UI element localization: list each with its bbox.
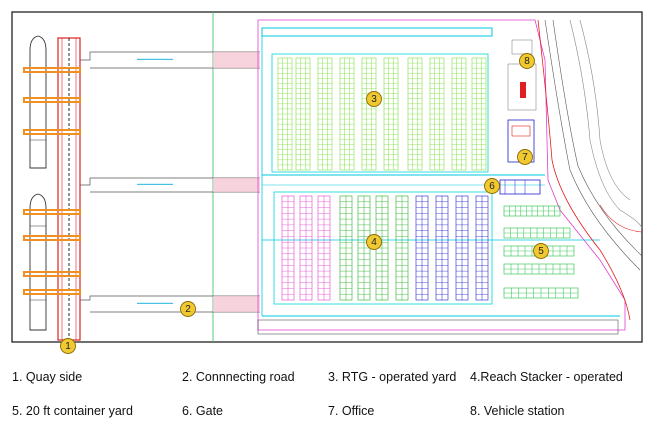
marker-label-3: 3 [371, 94, 377, 105]
quay-cranes [23, 67, 81, 295]
rtg-block [277, 57, 293, 171]
gate-structure [499, 179, 541, 195]
road-connector-shading [213, 52, 260, 312]
vehicle-station [507, 39, 537, 111]
rs-block-blue [455, 195, 469, 301]
rtg-block [361, 57, 377, 171]
rtg-area-outline [271, 53, 489, 173]
legend: 1. Quay side 2. Connnecting road 3. RTG … [0, 360, 654, 438]
marker-label-7: 7 [522, 152, 528, 163]
rs-block-blue [475, 195, 489, 301]
legend-item-20ft-yard: 5. 20 ft container yard [12, 404, 133, 418]
rs-block-blue [415, 195, 429, 301]
road-labels: ━━━━━━━━━━━━ ━━━━━━━━━━━━ ━━━━━━━━━━━━ [136, 57, 174, 307]
yard20-block [503, 227, 571, 239]
outer-road [537, 19, 643, 321]
rs-block-green [357, 195, 371, 301]
marker-4: 4 [366, 234, 382, 250]
rs-block-magenta [281, 195, 295, 301]
marker-layer: 1 2 3 4 5 6 7 8 [60, 53, 549, 354]
rs-block-green [339, 195, 353, 301]
rtg-block [407, 57, 423, 171]
rtg-block [383, 57, 399, 171]
legend-item-office: 7. Office [328, 404, 375, 418]
rs-block-magenta [317, 195, 331, 301]
marker-label-6: 6 [489, 181, 495, 192]
marker-5: 5 [533, 243, 549, 259]
ship-bottom [29, 193, 47, 331]
rtg-block [429, 57, 445, 171]
rtg-block [317, 57, 333, 171]
rtg-block [471, 57, 487, 171]
legend-item-gate: 6. Gate [182, 404, 223, 418]
marker-1: 1 [60, 338, 76, 354]
svg-text:━━━━━━━━━━━━: ━━━━━━━━━━━━ [136, 182, 174, 188]
svg-text:━━━━━━━━━━━━: ━━━━━━━━━━━━ [136, 57, 174, 63]
marker-2: 2 [180, 301, 196, 317]
yard20-block [503, 287, 579, 299]
legend-item-rtg-yard: 3. RTG - operated yard [328, 370, 457, 384]
rtg-block [451, 57, 467, 171]
marker-6: 6 [484, 178, 500, 194]
marker-7: 7 [517, 149, 533, 165]
yard20-block [503, 263, 575, 275]
legend-item-vehicle-station: 8. Vehicle station [470, 404, 565, 418]
rs-area-outline [273, 191, 493, 305]
rs-block-magenta [299, 195, 313, 301]
terminal-layout-plan: ━━━━━━━━━━━━ ━━━━━━━━━━━━ ━━━━━━━━━━━━ [11, 11, 643, 354]
svg-text:━━━━━━━━━━━━: ━━━━━━━━━━━━ [136, 301, 174, 307]
legend-item-connecting-road: 2. Connnecting road [182, 370, 295, 384]
marker-label-8: 8 [524, 56, 530, 67]
rtg-yard-blocks [271, 53, 489, 173]
marker-label-1: 1 [65, 341, 71, 352]
rtg-block [339, 57, 355, 171]
yard20-block [503, 205, 561, 217]
rs-block-blue [435, 195, 449, 301]
legend-item-quay-side: 1. Quay side [12, 370, 83, 384]
legend-item-reach-stacker: 4.Reach Stacker - operated [470, 370, 623, 384]
marker-label-5: 5 [538, 246, 544, 257]
marker-label-4: 4 [371, 237, 377, 248]
rs-block-green [395, 195, 409, 301]
marker-8: 8 [519, 53, 535, 69]
reach-stacker-blocks [273, 191, 493, 305]
rtg-block [295, 57, 311, 171]
terminal-boundary [257, 19, 626, 335]
marker-label-2: 2 [185, 304, 191, 315]
rs-block-green [375, 195, 389, 301]
marker-3: 3 [366, 91, 382, 107]
drawing-frame [11, 11, 643, 343]
